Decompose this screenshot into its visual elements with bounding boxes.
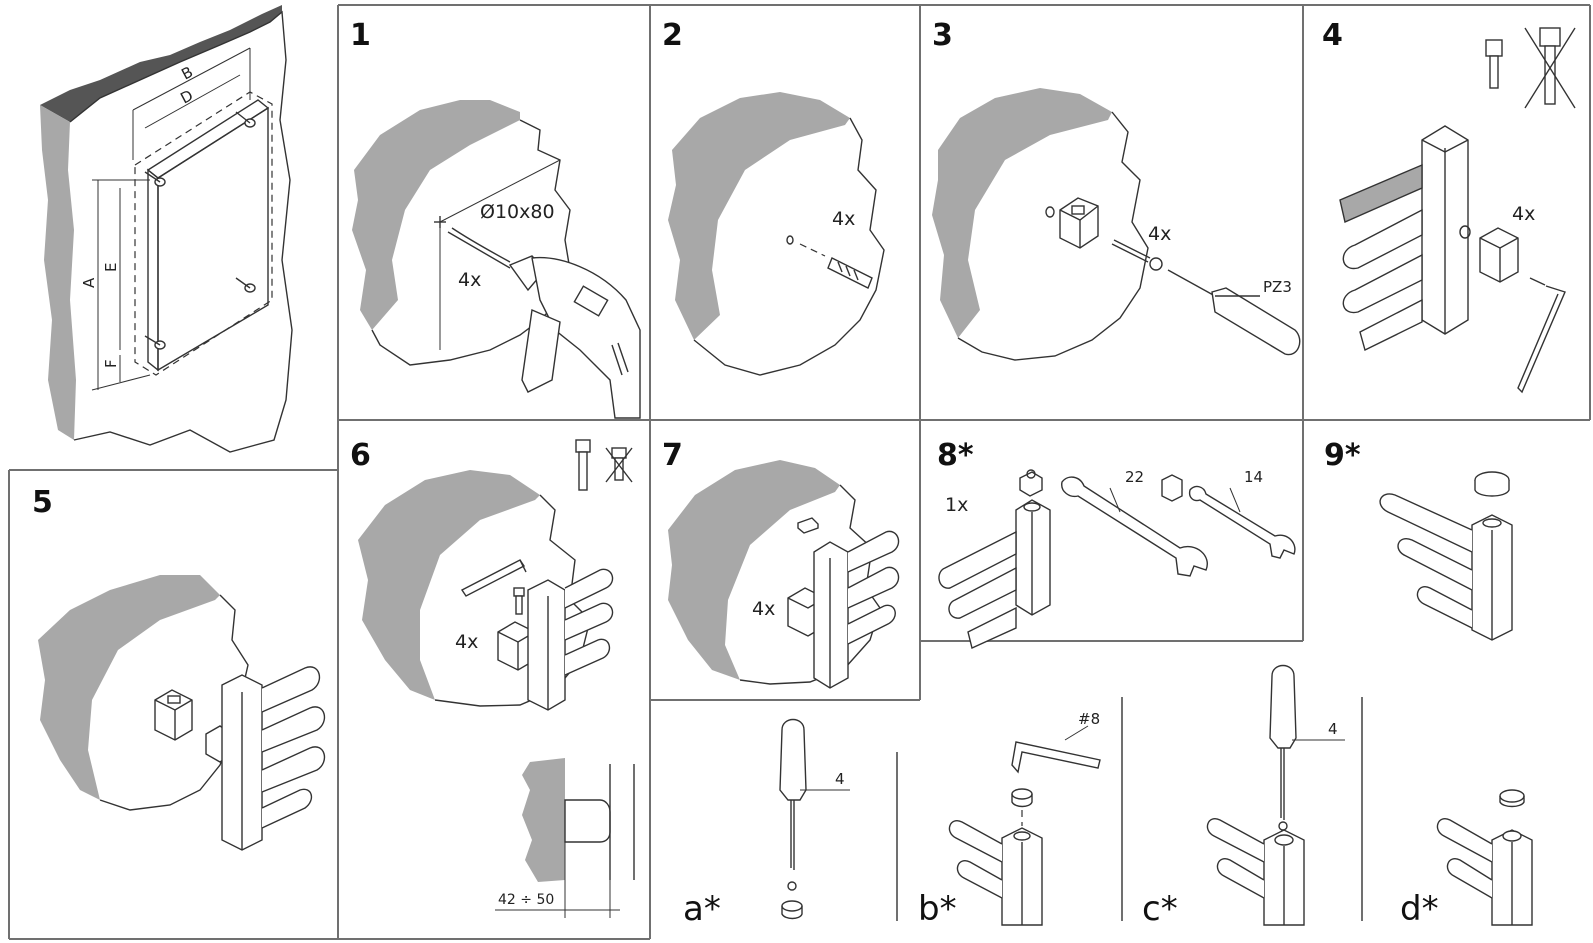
radiator-b: [948, 820, 1043, 926]
small-nut: [1161, 474, 1183, 502]
step-2: 2 4x: [662, 18, 885, 376]
screwdriver-pz3: [1167, 269, 1301, 356]
step-7-quantity: 4x: [752, 598, 775, 620]
allowed-bolt-icon: [1485, 39, 1503, 89]
wall-bracket: [1045, 197, 1099, 249]
substep-b-label: b*: [918, 889, 957, 929]
step-6-quantity: 4x: [455, 631, 478, 653]
valve-fitting: [1019, 469, 1043, 497]
mounting-distance: 42 ÷ 50: [498, 892, 554, 908]
substep-a-label: a*: [683, 889, 721, 929]
radiator-step6: [527, 568, 614, 711]
pin-bottom-right: [235, 277, 256, 293]
substep-d-label: d*: [1400, 889, 1439, 929]
radiator-step8: [938, 499, 1051, 649]
radiator-step9: [1379, 493, 1513, 641]
wrench-size-22: 22: [1125, 468, 1144, 486]
forbidden-bolt-icon-small: [605, 447, 633, 483]
hex-key-b: [1011, 725, 1101, 774]
step-8-quantity: 1x: [945, 494, 968, 516]
substep-a: a* 4: [683, 718, 850, 929]
radiator-with-bracket: [205, 666, 326, 851]
step-5-number: 5: [32, 485, 53, 520]
substep-c-tool-size: 4: [1328, 720, 1338, 738]
step-3-quantity: 4x: [1148, 223, 1171, 245]
valve-insert-a: [781, 881, 803, 920]
wall-overview: B D A E F: [40, 5, 293, 453]
pin-bottom-left: [144, 335, 166, 350]
wrench-14: [1188, 485, 1296, 559]
step-1-number: 1: [350, 18, 371, 53]
step-9-number: 9*: [1324, 438, 1361, 473]
step-5: 5: [32, 485, 326, 851]
substep-b: b* #8: [918, 710, 1101, 929]
step-1-drill-size: Ø10x80: [480, 201, 555, 223]
drill-tool: [447, 227, 641, 419]
dim-label-b: B: [178, 63, 196, 84]
step-6-number: 6: [350, 438, 371, 473]
step-2-quantity: 4x: [832, 208, 855, 230]
valve-b: [1011, 788, 1033, 826]
step-4-number: 4: [1322, 18, 1343, 53]
radiator-column: [1421, 125, 1469, 335]
hex-key-step6: [460, 559, 527, 597]
valve-core-c: [1278, 821, 1288, 831]
step-8-number: 8*: [937, 438, 974, 473]
cap-small: [797, 517, 819, 534]
wrench-size-14: 14: [1244, 468, 1263, 486]
wall-plug: [786, 235, 873, 289]
bracket-on-wall: [154, 689, 193, 741]
dim-label-e: E: [102, 263, 120, 272]
radiator-d: [1436, 818, 1533, 926]
side-section-detail: 42 ÷ 50: [495, 758, 635, 918]
radiator-step7: [813, 530, 900, 689]
wrench-22: [1061, 476, 1208, 577]
bracket-on-radiator: [1459, 225, 1519, 283]
radiator-bars: [1339, 163, 1423, 352]
screwdriver-c: [1269, 664, 1345, 820]
step-9: 9*: [1324, 438, 1513, 641]
hex-key: [1517, 277, 1566, 394]
step-8: 8* 1x 22 14: [937, 438, 1296, 649]
screw: [1111, 239, 1163, 271]
substep-d: d*: [1400, 789, 1533, 929]
allowed-bolt-icon-small: [575, 439, 591, 491]
forbidden-bolt-icon: [1524, 27, 1576, 109]
step-7-number: 7: [662, 438, 683, 473]
substep-c-label: c*: [1142, 889, 1178, 929]
substep-b-tool-size: #8: [1078, 710, 1100, 728]
step-1: 1 Ø10x80 4x: [350, 18, 641, 419]
pin-top-left: [144, 171, 166, 187]
dim-label-a: A: [80, 277, 98, 288]
screwdriver-a: [779, 718, 850, 870]
pin-top-right: [235, 111, 256, 128]
step-4-quantity: 4x: [1512, 203, 1535, 225]
dim-label-f: F: [102, 359, 120, 368]
cap-d: [1499, 789, 1525, 808]
step-3-number: 3: [932, 18, 953, 53]
bolt-step6: [513, 587, 525, 615]
step-7: 7 4x: [662, 438, 900, 689]
radiator-c: [1206, 818, 1305, 926]
substep-a-tool-size: 4: [835, 770, 845, 788]
step-3: 3 4x PZ3: [932, 18, 1301, 361]
substep-c: c* 4: [1142, 664, 1345, 929]
step-2-number: 2: [662, 18, 683, 53]
step-1-quantity: 4x: [458, 269, 481, 291]
step-3-bit-label: PZ3: [1263, 278, 1292, 296]
step-4: 4 4x: [1322, 18, 1576, 394]
panel-grid: [8, 4, 1591, 940]
end-cap: [1474, 471, 1510, 497]
dim-label-d: D: [177, 86, 196, 107]
step-6: 6 4x: [350, 438, 635, 918]
